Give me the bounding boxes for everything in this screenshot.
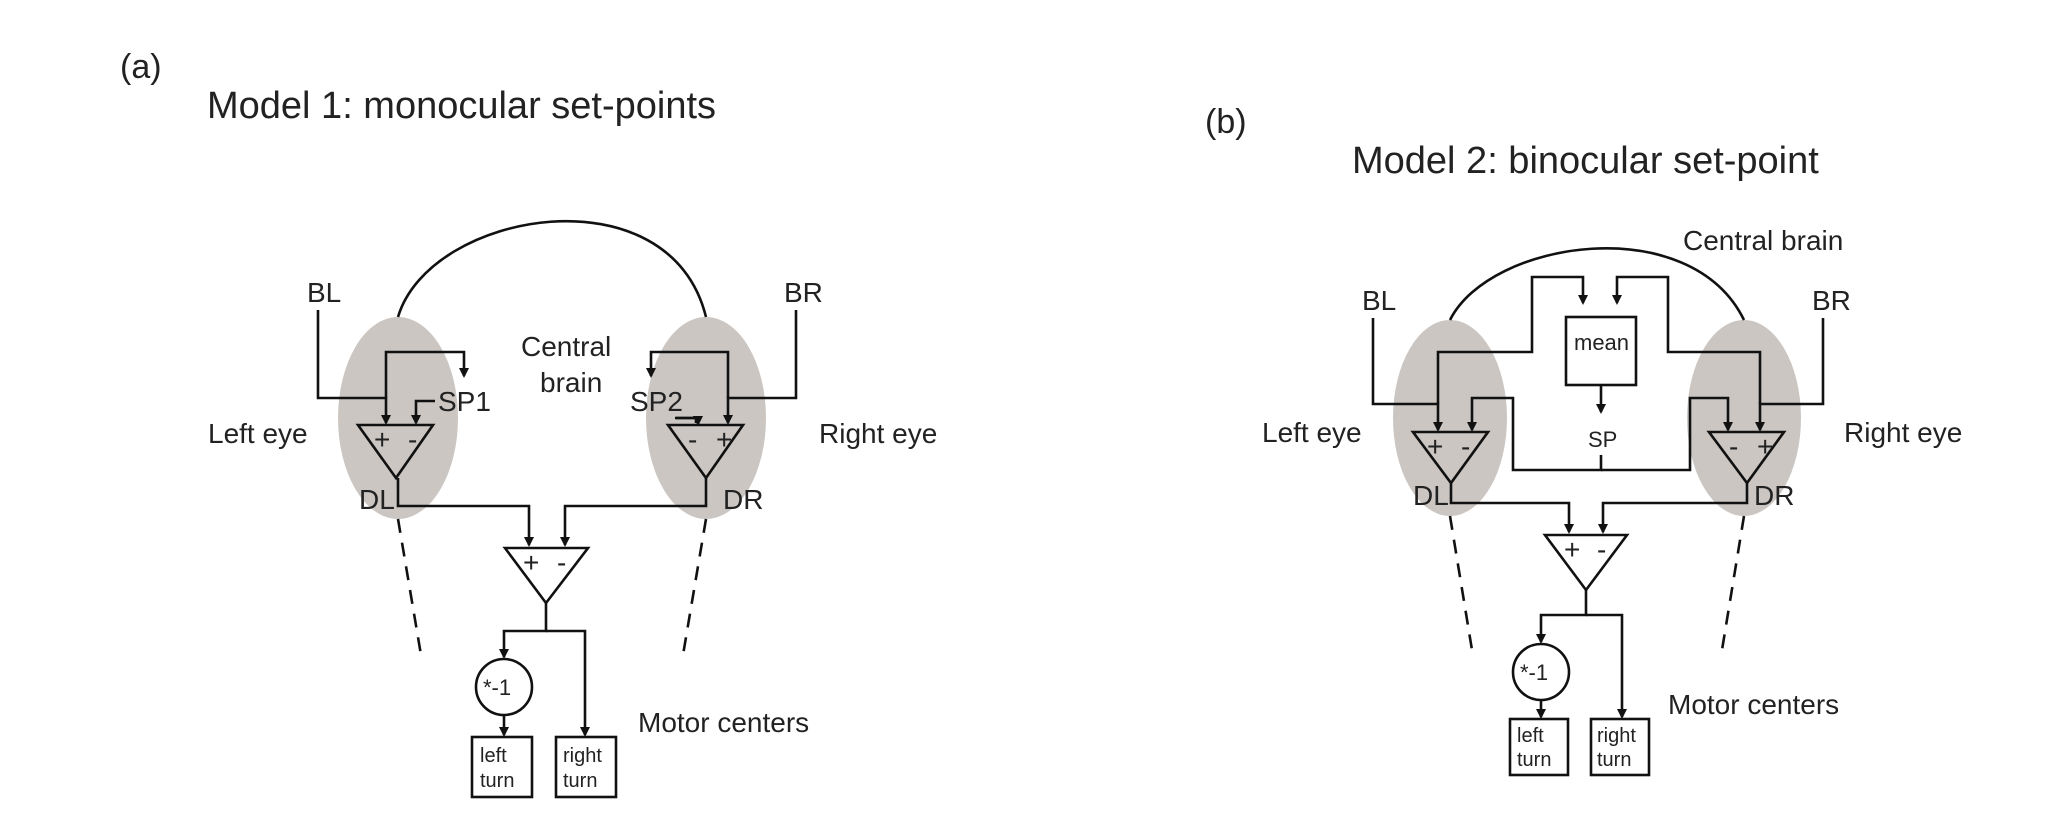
sp2-label: SP2	[630, 386, 683, 417]
left-eye-shape	[338, 317, 458, 519]
sp1-line	[411, 399, 435, 425]
mean-box	[1564, 315, 1638, 387]
left-comp-minus: -	[408, 424, 417, 455]
mean-label: mean	[1574, 330, 1629, 355]
br-label-b: BR	[1812, 285, 1851, 316]
br-line	[723, 310, 798, 425]
left-eye-shape-b	[1393, 320, 1507, 516]
bl-label-b: BL	[1362, 285, 1396, 316]
dr-label: DR	[723, 484, 763, 515]
sp-label: SP	[1588, 427, 1617, 452]
right-eye-shape-b	[1687, 320, 1801, 516]
dl-label: DL	[359, 484, 395, 515]
left-comparator-b	[1410, 430, 1491, 486]
br-line-b	[1755, 318, 1825, 432]
panel-b-title: Model 2: binocular set-point	[1352, 140, 1819, 182]
motor-comparator-b	[1542, 533, 1630, 593]
invert-label: *-1	[483, 675, 511, 700]
invert-label-b: *-1	[1520, 660, 1548, 685]
bl-label: BL	[307, 277, 341, 308]
motor-centers-label: Motor centers	[638, 707, 809, 738]
left-turn-label-1: left	[480, 745, 507, 767]
central-brain-label-b: Central brain	[1683, 225, 1843, 256]
panel-b-label: (b)	[1205, 103, 1247, 141]
left-feedback	[384, 350, 469, 398]
right-comp-minus-b: -	[1729, 431, 1738, 462]
right-comp-minus: -	[688, 424, 697, 455]
left-comp-plus-b: +	[1427, 431, 1443, 462]
to-invert	[499, 603, 548, 659]
right-turn-box-b	[1589, 717, 1651, 777]
right-comparator-b	[1706, 430, 1787, 486]
right-turn-label-1-b: right	[1597, 725, 1636, 747]
motor-comp-minus-b: -	[1597, 534, 1606, 565]
right-outline-dash-b	[1720, 515, 1746, 651]
right-eye-label: Right eye	[819, 418, 937, 449]
bl-line-b	[1371, 318, 1443, 432]
left-turn-label-1-b: left	[1517, 725, 1544, 747]
left-turn-box	[470, 735, 534, 799]
left-outline-dash-b	[1448, 515, 1474, 651]
left-to-mean	[1436, 275, 1588, 404]
left-turn-label-2-b: turn	[1517, 749, 1551, 771]
right-turn-label-2: turn	[563, 770, 597, 792]
right-turn-box	[554, 735, 618, 799]
dr-output-b	[1598, 483, 1749, 534]
to-right-turn	[546, 629, 590, 737]
right-feedback	[646, 350, 730, 398]
dl-label-b: DL	[1413, 480, 1449, 511]
sp2-line	[676, 416, 703, 426]
right-comparator	[665, 423, 746, 481]
right-comp-plus: +	[716, 424, 732, 455]
left-turn-box-b	[1508, 717, 1570, 777]
dl-output	[396, 478, 534, 547]
left-eye-label: Left eye	[208, 418, 308, 449]
left-comp-plus: +	[374, 424, 390, 455]
right-eye-label-b: Right eye	[1844, 417, 1962, 448]
central-brain-label-2: brain	[540, 367, 602, 398]
to-invert-b	[1536, 590, 1588, 644]
motor-comp-minus: -	[557, 547, 566, 578]
right-turn-label-2-b: turn	[1597, 749, 1631, 771]
dr-output	[560, 478, 708, 547]
right-eye-shape	[646, 317, 766, 519]
panel-a-label: (a)	[120, 48, 162, 86]
panel-a: (a) Model 1: monocular set-points + - - …	[120, 48, 937, 799]
left-outline-dash	[396, 518, 423, 656]
motor-comp-plus: +	[523, 547, 539, 578]
left-comp-minus-b: -	[1461, 431, 1470, 462]
brain-outline	[396, 219, 708, 318]
to-right-turn-b	[1586, 613, 1627, 719]
right-turn-label-1: right	[563, 745, 602, 767]
motor-comp-plus-b: +	[1564, 534, 1580, 565]
panel-b: (b) Model 2: binocular set-point Central…	[1205, 103, 1962, 777]
dr-label-b: DR	[1754, 480, 1794, 511]
sp-to-right	[1601, 396, 1733, 472]
br-label: BR	[784, 277, 823, 308]
bl-line	[316, 310, 391, 425]
motor-comparator	[502, 546, 591, 606]
central-brain-label-1: Central	[521, 331, 611, 362]
right-outline-dash	[681, 518, 708, 656]
sp1-label: SP1	[438, 386, 491, 417]
left-eye-label-b: Left eye	[1262, 417, 1362, 448]
right-to-mean	[1612, 275, 1762, 404]
brain-outline-b	[1448, 247, 1746, 321]
motor-centers-label-b: Motor centers	[1668, 689, 1839, 720]
sp-to-left	[1467, 396, 1603, 472]
left-turn-label-2: turn	[480, 770, 514, 792]
left-comparator	[355, 423, 436, 481]
dl-output-b	[1449, 483, 1574, 534]
right-comp-plus-b: +	[1757, 431, 1773, 462]
panel-a-title: Model 1: monocular set-points	[207, 85, 716, 127]
